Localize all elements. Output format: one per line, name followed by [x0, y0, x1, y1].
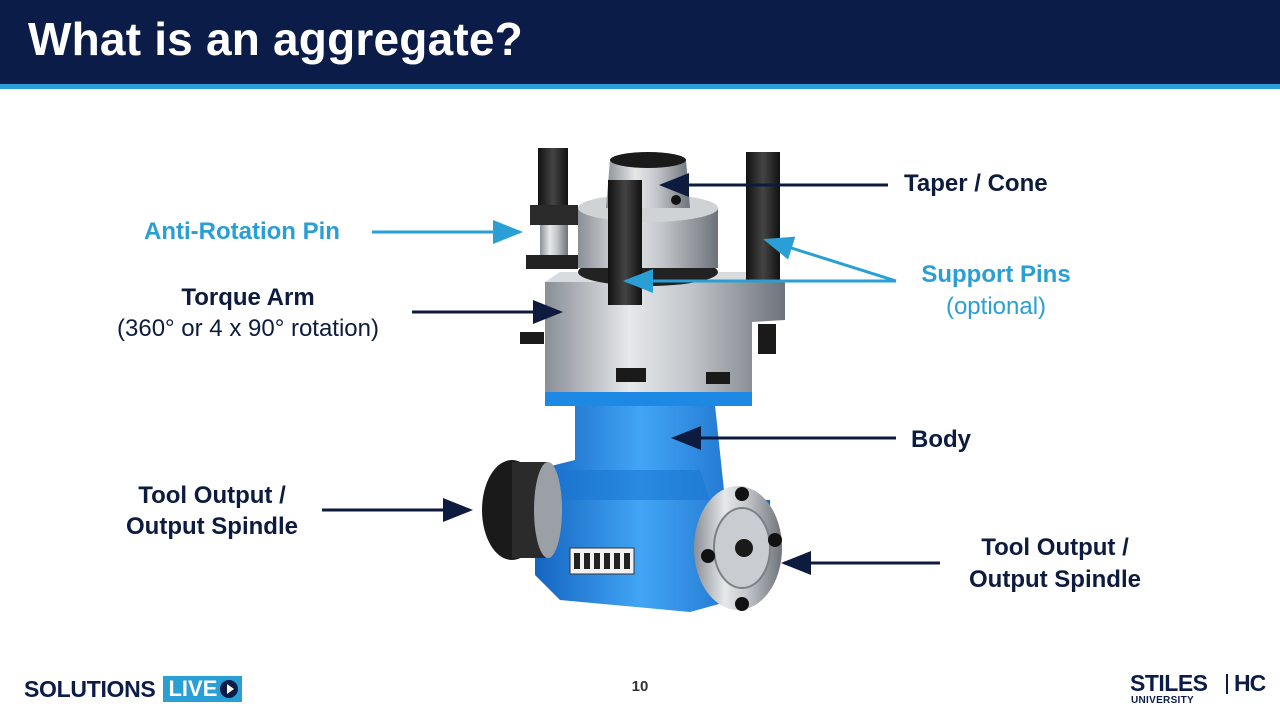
- slide-title: What is an aggregate?: [28, 13, 523, 65]
- label-left-output-line2: Output Spindle: [126, 513, 298, 540]
- label-left-output-line1: Tool Output /: [138, 482, 286, 509]
- stiles-logo-text: STILES: [1130, 670, 1208, 696]
- label-torque-arm-detail: (360° or 4 x 90° rotation): [117, 315, 379, 342]
- slide-header: [0, 0, 1280, 84]
- solutions-live-logo: SOLUTIONS LIVE: [24, 675, 243, 702]
- logo-separator: [1226, 674, 1228, 694]
- support-pins-arrow-right: [763, 236, 897, 283]
- live-text: LIVE: [168, 676, 218, 701]
- hc-logo-text: HC: [1234, 670, 1266, 696]
- label-taper-cone: Taper / Cone: [904, 170, 1048, 197]
- label-torque-arm: Torque Arm: [181, 284, 315, 311]
- header-stripe: [0, 84, 1280, 89]
- play-icon: [220, 680, 239, 698]
- label-body: Body: [911, 426, 971, 453]
- live-badge: LIVE: [163, 676, 243, 702]
- label-anti-rotation-pin: Anti-Rotation Pin: [144, 218, 340, 245]
- label-right-output-line1: Tool Output /: [981, 534, 1129, 561]
- right-support-pin: [746, 152, 780, 282]
- label-support-pins-detail: (optional): [945, 293, 1047, 320]
- page-number: 10: [631, 678, 649, 695]
- center-support-pin: [608, 180, 642, 305]
- left-anti-rotation-pin: [538, 148, 568, 208]
- silver-housing: [545, 282, 785, 395]
- solutions-text: SOLUTIONS: [24, 675, 156, 702]
- label-support-pins: Support Pins: [921, 261, 1071, 288]
- university-text: UNIVERSITY: [1131, 695, 1195, 706]
- body-label-plate: [569, 547, 635, 575]
- label-right-output-line2: Output Spindle: [969, 566, 1141, 593]
- aggregate-body-group: [482, 148, 785, 612]
